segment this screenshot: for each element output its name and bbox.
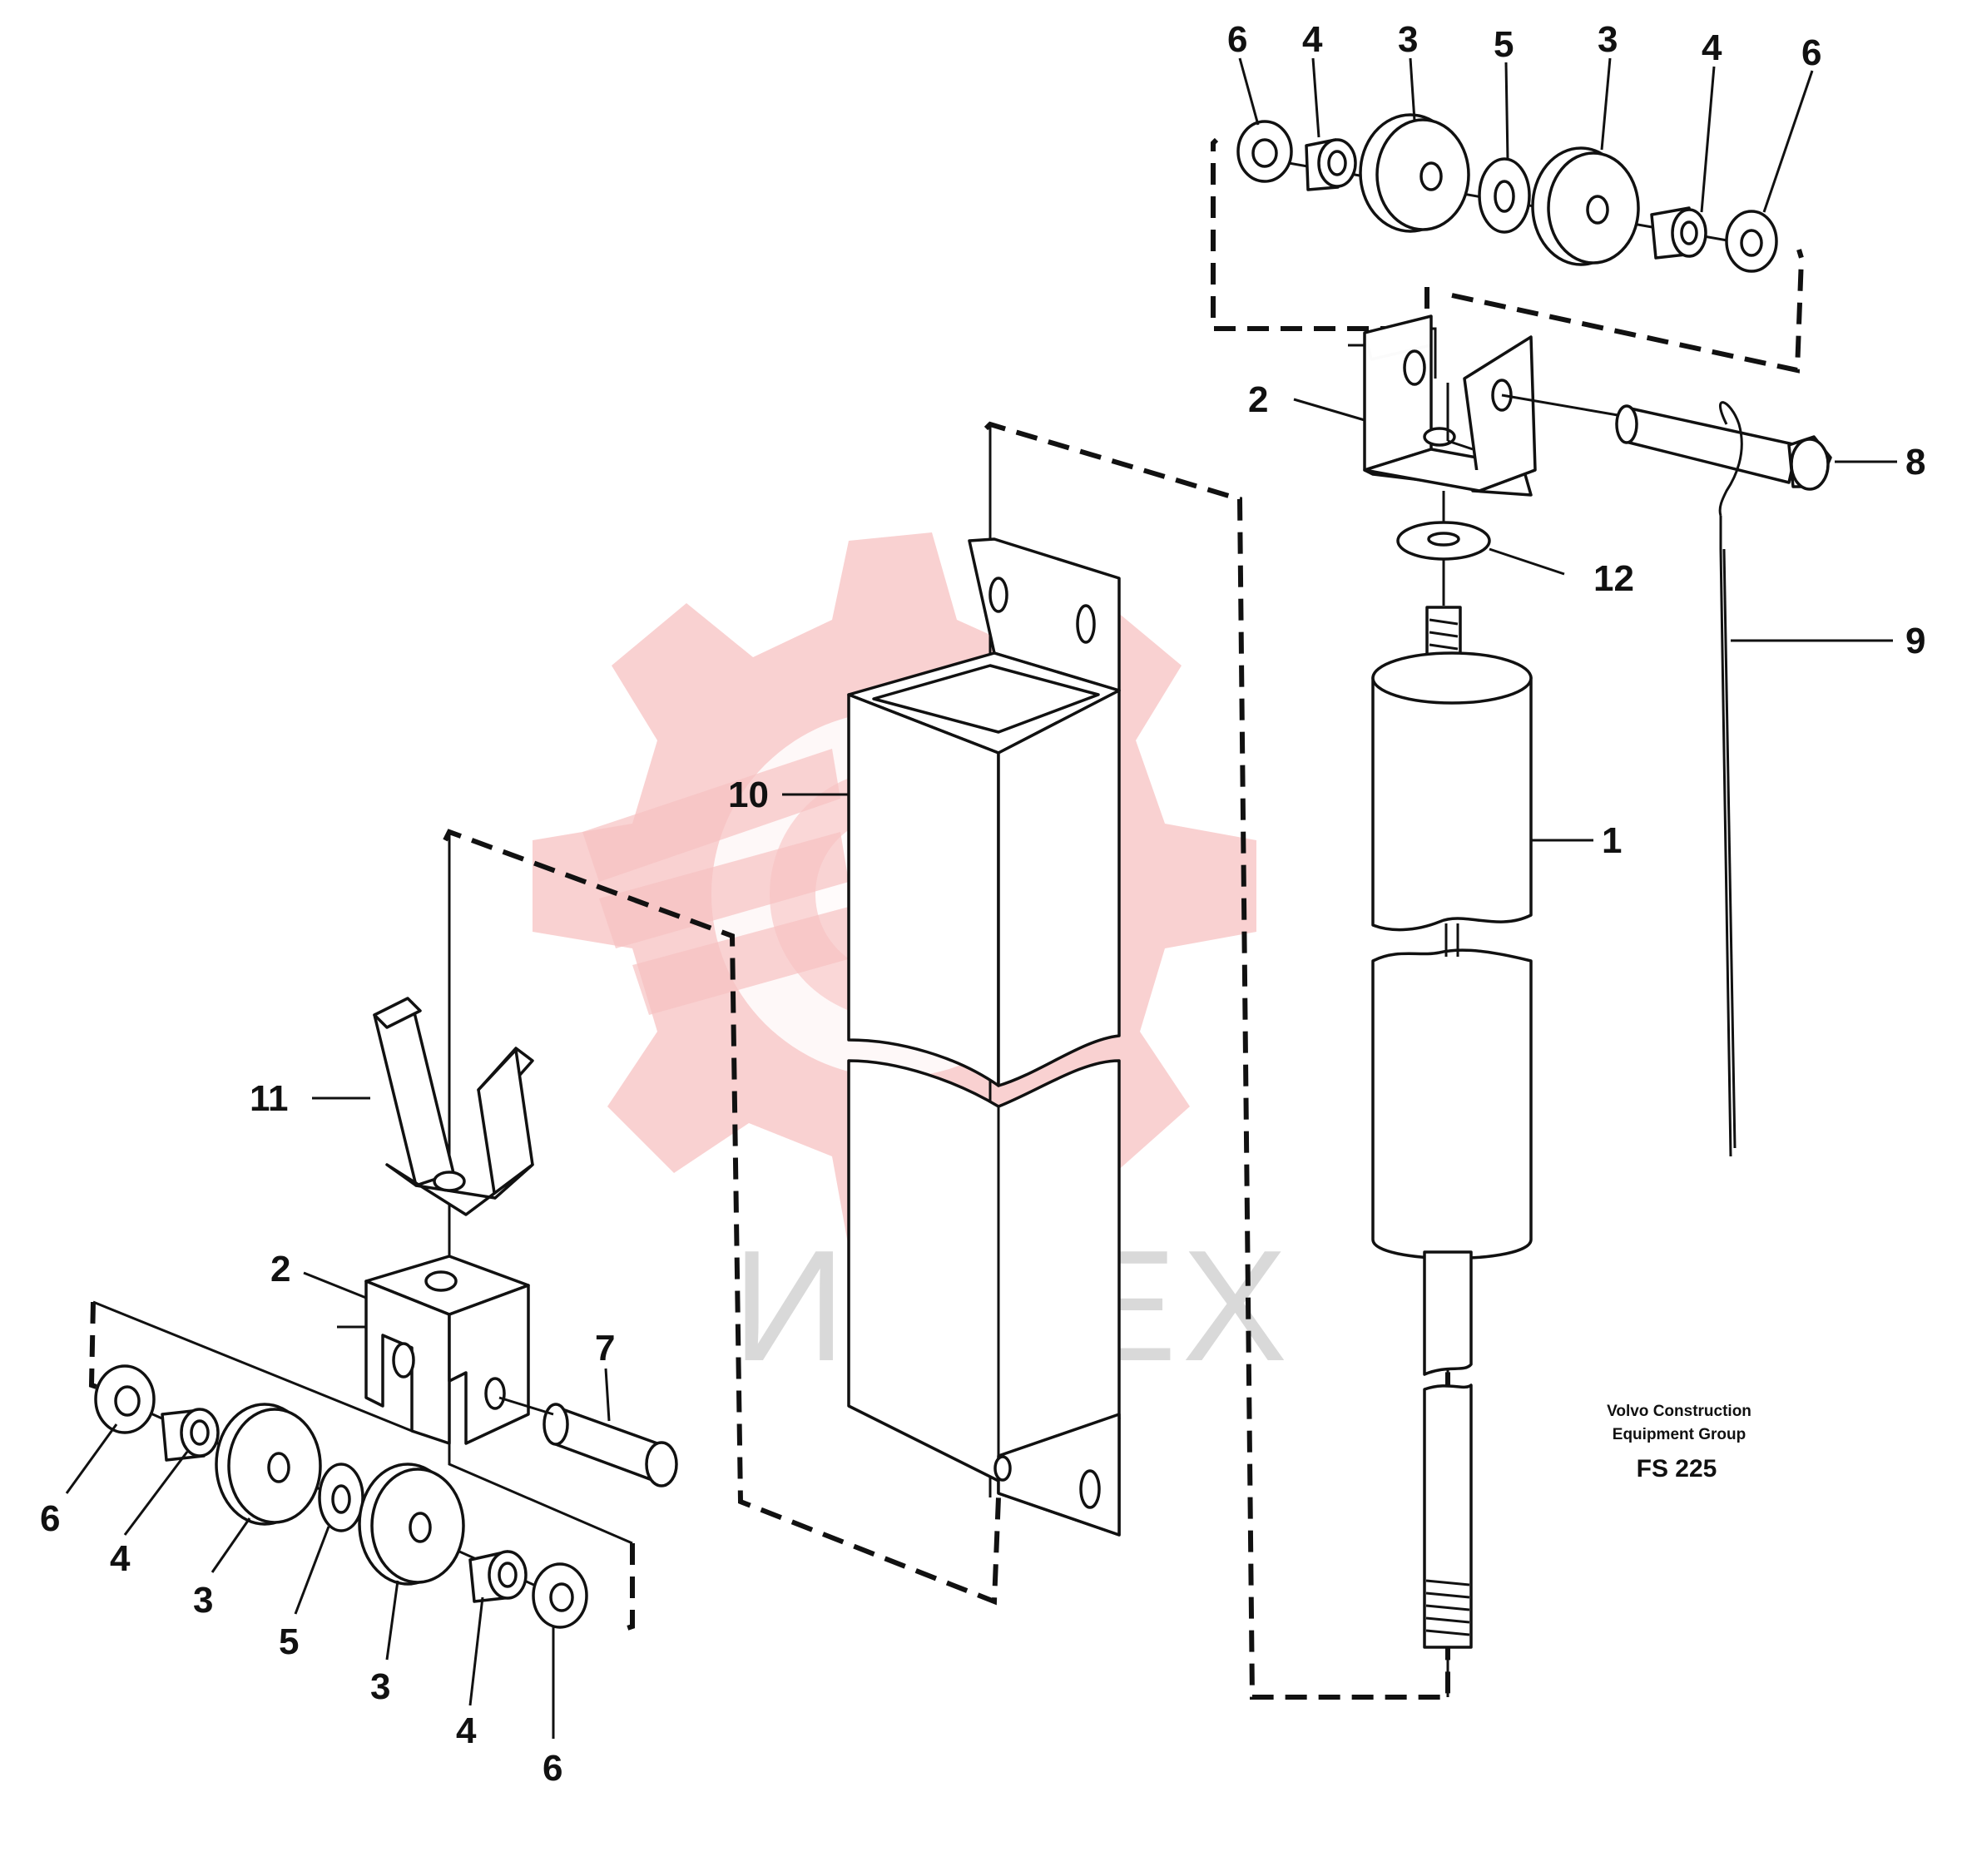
dashed-outline-bottom-left <box>88 1301 105 1392</box>
bottom-washer-6-right <box>532 1562 588 1629</box>
callout-bottom-4-left: 4 <box>110 1538 131 1579</box>
top-washer-6-right <box>1725 210 1778 273</box>
callout-top-4-right: 4 <box>1702 27 1722 68</box>
callout-counterweight-1: 1 <box>1602 820 1622 861</box>
leader-lines <box>65 57 1897 1739</box>
callout-pin-7: 7 <box>595 1328 615 1369</box>
left-bracket-2 <box>364 1255 530 1445</box>
cable-9 <box>1718 401 1743 1157</box>
callout-bottom-4-right: 4 <box>456 1710 477 1751</box>
callout-bottom-5: 5 <box>279 1621 299 1662</box>
callout-labels: 6 4 3 5 3 4 6 2 8 12 9 1 10 11 2 7 6 4 3… <box>40 19 1925 1789</box>
bottom-pulley-3-left <box>215 1403 322 1526</box>
top-washer-6-left <box>1236 120 1293 183</box>
bottom-pulley-3-right <box>358 1463 465 1586</box>
top-washer-5 <box>1478 157 1531 234</box>
right-bracket-2 <box>1363 314 1537 497</box>
counterweight-1 <box>1371 606 1533 1649</box>
callout-washer-12: 12 <box>1593 558 1634 599</box>
left-pin-axis <box>498 1396 554 1416</box>
callout-bottom-3-right: 3 <box>370 1666 390 1707</box>
right-pin-axis <box>1501 394 1623 418</box>
bottom-washer-5 <box>318 1463 364 1532</box>
bottom-washer-6-left <box>94 1364 156 1434</box>
callout-clip-11: 11 <box>250 1078 289 1119</box>
callout-left-bracket-2: 2 <box>270 1249 290 1289</box>
callout-bottom-6-left: 6 <box>40 1498 60 1539</box>
dashed-outline-top-right <box>1451 249 1805 374</box>
bottom-bushing-4-left <box>161 1408 220 1462</box>
brand-line-2: Equipment Group <box>1613 1426 1746 1443</box>
callout-cable-9: 9 <box>1905 621 1925 661</box>
washer-12 <box>1396 521 1491 561</box>
left-pin-7 <box>543 1403 678 1487</box>
callout-bottom-3-left: 3 <box>193 1580 213 1621</box>
bottom-bushing-4-right <box>468 1550 528 1603</box>
dashed-outline-bottom-right <box>619 1543 635 1633</box>
callout-top-3-right: 3 <box>1598 19 1618 60</box>
top-pulley-3-right <box>1531 146 1640 266</box>
callout-top-6-right: 6 <box>1801 32 1821 73</box>
callout-sheath-10: 10 <box>728 775 769 815</box>
brand-block: Volvo Construction Equipment Group FS 22… <box>1607 1403 1751 1482</box>
callout-top-4-left: 4 <box>1302 19 1323 60</box>
callout-top-5: 5 <box>1494 24 1514 65</box>
callout-top-6-left: 6 <box>1227 19 1247 60</box>
callout-bottom-6-right: 6 <box>543 1748 562 1789</box>
sheath-10 <box>847 537 1121 1537</box>
top-bushing-4-right <box>1650 206 1707 260</box>
dashed-outline-top-assembly <box>1211 137 1429 331</box>
pin-8 <box>1615 404 1832 491</box>
brand-line-1: Volvo Construction <box>1607 1403 1751 1420</box>
callout-right-bracket-2: 2 <box>1248 379 1268 420</box>
figure-code: FS 225 <box>1637 1455 1717 1482</box>
callout-pin-8: 8 <box>1905 442 1925 483</box>
top-bushing-4-left <box>1305 138 1357 191</box>
callout-top-3-left: 3 <box>1398 19 1418 60</box>
top-pulley-3-left <box>1359 113 1470 233</box>
clip-11 <box>373 997 534 1216</box>
